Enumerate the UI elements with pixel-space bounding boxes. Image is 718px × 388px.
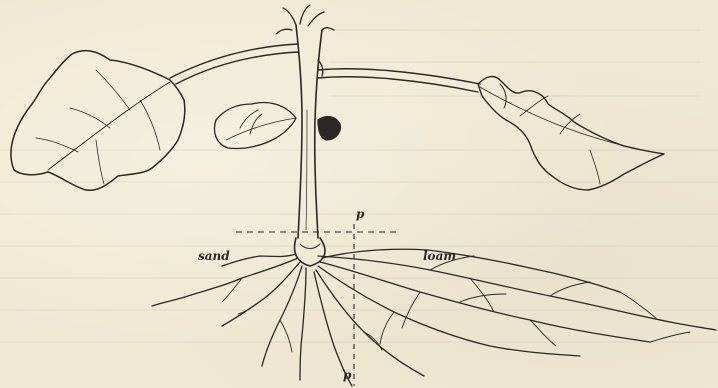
roots-in-sand bbox=[152, 254, 306, 380]
left-petiole bbox=[170, 44, 298, 84]
plant-stem bbox=[296, 25, 322, 238]
label-p-top: p bbox=[356, 207, 364, 221]
label-loam: loam bbox=[423, 249, 456, 263]
left-leaf bbox=[11, 51, 185, 191]
roots-in-loam bbox=[314, 249, 716, 386]
right-leaf bbox=[478, 77, 664, 190]
label-p-bottom: p bbox=[343, 368, 351, 382]
cotyledon-leaves bbox=[215, 103, 341, 149]
right-petiole bbox=[318, 69, 480, 92]
soil-boundary-markers bbox=[236, 224, 396, 386]
stem-tip bbox=[276, 5, 334, 76]
label-sand: sand bbox=[198, 249, 230, 263]
